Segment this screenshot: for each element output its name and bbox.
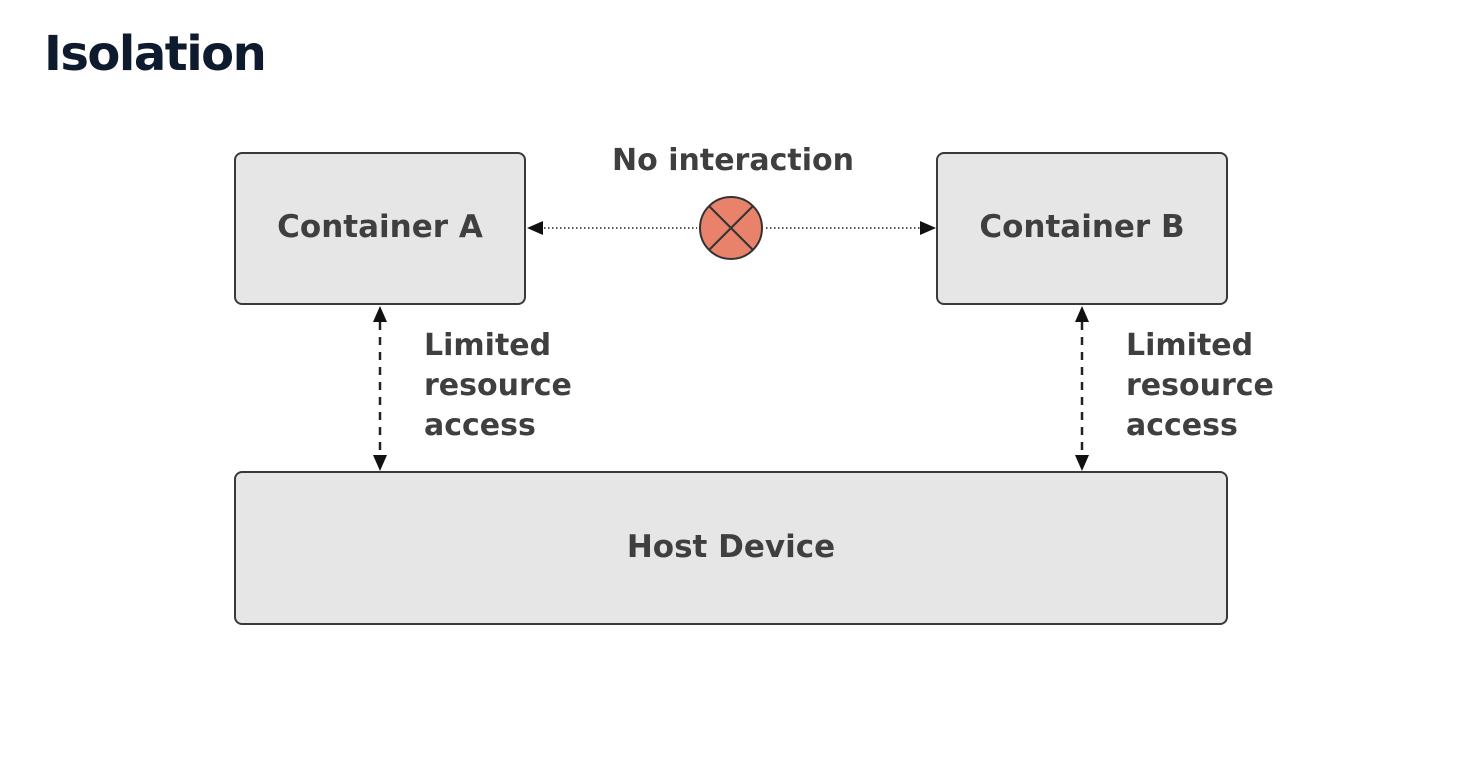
page-title: Isolation [44, 26, 267, 82]
arrowhead-down-icon [373, 455, 387, 471]
host-device-node: Host Device [234, 471, 1228, 625]
container-b-label: Container B [979, 209, 1184, 245]
arrowhead-up-icon [1075, 306, 1089, 322]
resource-access-label-a-line-1: Limited [424, 328, 551, 363]
resource-access-label-b-line-1: Limited [1126, 328, 1253, 363]
resource-access-label-b-line-3: access [1126, 408, 1238, 443]
resource-access-edge-b: Limited resource access [1075, 306, 1284, 471]
arrowhead-right-icon [920, 221, 936, 235]
container-b-node: Container B [936, 152, 1228, 305]
blocked-x-circle-icon [699, 196, 763, 260]
no-interaction-edge: No interaction [527, 143, 936, 260]
arrowhead-down-icon [1075, 455, 1089, 471]
resource-access-label-a: Limited resource access [424, 328, 582, 443]
resource-access-label-a-line-2: resource [424, 368, 572, 403]
resource-access-label-b-line-2: resource [1126, 368, 1274, 403]
container-a-label: Container A [277, 209, 483, 245]
arrowhead-up-icon [373, 306, 387, 322]
arrowhead-left-icon [527, 221, 543, 235]
resource-access-edge-a: Limited resource access [373, 306, 582, 471]
resource-access-label-b: Limited resource access [1126, 328, 1284, 443]
host-device-label: Host Device [627, 529, 835, 565]
container-a-node: Container A [234, 152, 526, 305]
no-interaction-label: No interaction [612, 143, 854, 178]
resource-access-label-a-line-3: access [424, 408, 536, 443]
